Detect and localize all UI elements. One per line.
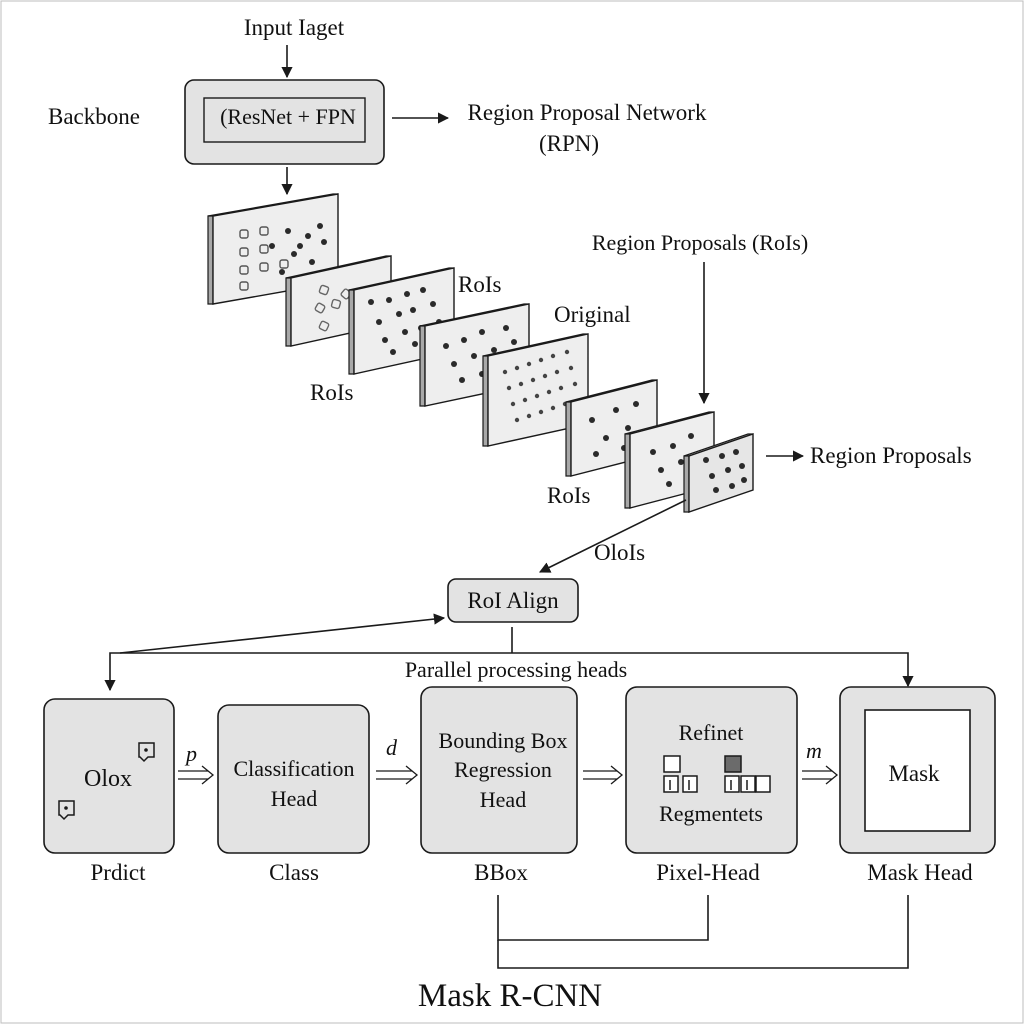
rois-label-1: RoIs [458,272,502,297]
bbox-head-label-line1: Bounding Box [439,728,568,753]
parallel-heads-label: Parallel processing heads [405,657,627,682]
arrow-label-p: p [184,741,197,766]
bbox-pixel-connector [497,895,709,941]
feature-map-5 [482,333,589,447]
arrow-label-m: m [806,738,822,763]
region-proposals-label: Region Proposals [810,443,972,468]
rois-label-2: RoIs [310,380,354,405]
region-marker-icon [58,800,75,821]
original-label: Original [554,302,631,327]
backbone-inner-box [203,97,366,143]
feedback-arrow [119,613,446,654]
mask-inner-box [864,709,971,832]
oloIs-arrow [538,499,687,573]
bbox-head-box [420,686,578,854]
double-arrow-m [802,765,839,785]
double-arrow-bbox [583,765,624,785]
rois-label-3: RoIs [547,483,591,508]
double-arrow-p [178,765,215,785]
backbone-side-label: Backbone [48,104,140,129]
rpn-label-line2: (RPN) [539,131,599,156]
classification-head-box [217,704,370,854]
predict-head-box [43,698,175,854]
roi-align-box [447,578,579,623]
feature-map-8 [683,433,754,513]
pixel-head-label-line2: Regmentets [659,801,763,826]
bbox-head-label-line2: Regression [454,757,552,782]
region-proposals-rois-label: Region Proposals (RoIs) [592,230,808,255]
rpn-label-line1: Region Proposal Network [468,100,707,125]
predict-head-caption: Prdict [91,860,147,885]
classification-head-caption: Class [269,860,319,885]
arrow-label-d: d [386,735,398,760]
diagram-title: Mask R-CNN [418,978,602,1014]
pixel-head-caption: Pixel-Head [656,860,760,885]
input-image-label: Input Iaget [244,15,345,40]
segment-blocks-icon [724,755,771,793]
bbox-mask-connector [497,895,909,969]
oloIs-label: OloIs [594,540,645,565]
classification-head-label-line1: Classification [234,756,355,781]
backbone-label: (ResNet + FPN [220,104,356,129]
segment-blocks-icon [663,755,698,793]
mask-head-label: Mask [888,761,940,786]
feature-map-stack [207,193,754,513]
region-marker-icon [138,742,155,763]
roi-align-label: RoI Align [467,588,559,613]
bbox-head-caption: BBox [474,860,528,885]
mask-head-caption: Mask Head [867,860,973,885]
predict-head-label: Olox [84,766,132,792]
bbox-head-label-line3: Head [480,787,526,812]
double-arrow-d [376,765,419,785]
pixel-head-label-line1: Refinet [679,720,744,745]
classification-head-label-line2: Head [271,786,317,811]
pixel-head-box [625,686,798,854]
distribution-line [104,652,914,692]
backbone-box [184,79,385,165]
